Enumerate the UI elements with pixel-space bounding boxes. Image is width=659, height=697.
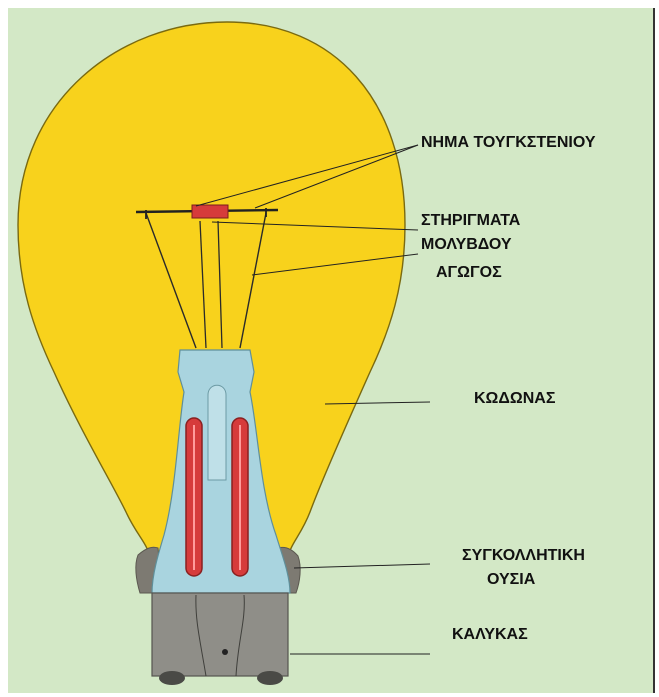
base-contact-dot (222, 649, 228, 655)
base-pin-right (257, 671, 283, 685)
label-supports-line2: ΜΟΛΥΒΔΟΥ (421, 235, 512, 255)
label-filament: ΝΗΜΑ ΤΟΥΓΚΣΤΕΝΙΟΥ (421, 133, 595, 153)
label-supports-line1: ΣΤΗΡΙΓΜΑΤΑ (421, 211, 520, 231)
label-bulb: ΚΩΔΩΝΑΣ (474, 389, 555, 409)
label-conductor: ΑΓΩΓΟΣ (436, 263, 502, 283)
label-solder-line1: ΣΥΓΚΟΛΛΗΤΙΚΗ (462, 546, 585, 566)
base-cap (152, 593, 288, 676)
tungsten-filament (192, 205, 228, 218)
stem-inner-tube (208, 385, 226, 480)
label-base: ΚΑΛΥΚΑΣ (452, 625, 528, 645)
label-solder-line2: ΟΥΣΙΑ (487, 570, 535, 590)
base-pin-left (159, 671, 185, 685)
